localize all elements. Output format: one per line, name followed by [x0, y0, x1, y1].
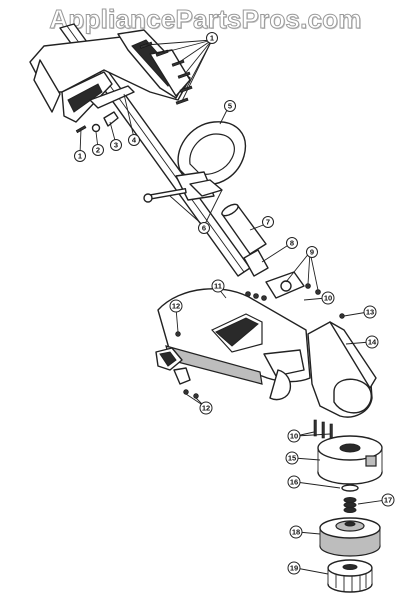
callout-7: 7	[262, 216, 274, 228]
callout-15: 15	[285, 451, 299, 465]
callout-label: 7	[266, 218, 270, 227]
callout-label: 5	[228, 102, 232, 111]
spool-spring	[343, 497, 357, 513]
callout-2: 2	[92, 144, 104, 156]
callout-14: 14	[365, 335, 379, 349]
callout-label: 9	[310, 248, 314, 257]
callout-8: 8	[286, 237, 298, 249]
callout-label: 12	[202, 404, 210, 413]
callout-label: 3	[114, 141, 118, 150]
head-screws	[313, 419, 333, 441]
clip-part-2	[91, 123, 101, 133]
callout-16: 16	[287, 475, 301, 489]
shaft-sleeve-small	[243, 249, 269, 277]
callout-label: 10	[324, 294, 332, 303]
spring-part-3	[103, 111, 119, 127]
callout-17: 17	[381, 493, 395, 507]
callout-label: 19	[290, 564, 298, 573]
front-d-handle	[175, 121, 246, 201]
callout-1-top: 1	[206, 32, 218, 44]
callout-9: 9	[306, 246, 318, 258]
callout-6: 6	[198, 222, 210, 234]
spool-housing	[317, 435, 383, 485]
callout-13: 13	[363, 305, 377, 319]
callout-label: 2	[96, 146, 100, 155]
callout-label: 10	[290, 432, 298, 441]
callout-4: 4	[128, 134, 140, 146]
callout-10-lower: 10	[287, 429, 301, 443]
callout-12-upper: 12	[169, 299, 183, 313]
callout-label: 11	[214, 282, 222, 291]
callout-label: 1	[210, 34, 214, 43]
upper-handle-housing	[29, 29, 191, 123]
bump-knob	[327, 559, 373, 593]
callout-label: 14	[368, 338, 377, 347]
retainer-washer	[341, 484, 359, 492]
trimmer-guard	[157, 288, 311, 401]
callout-1-left: 1	[74, 150, 86, 162]
handle-bolt	[143, 188, 187, 203]
callout-label: 4	[132, 136, 137, 145]
callout-10-upper: 10	[321, 291, 335, 305]
callout-label: 13	[366, 308, 374, 317]
callout-label: 16	[290, 478, 298, 487]
callout-3: 3	[110, 139, 122, 151]
watermark-text: AppliancePartsPros.com	[49, 4, 362, 35]
callout-label: 18	[292, 528, 300, 537]
callout-label: 15	[288, 454, 296, 463]
shaft-clamp	[245, 271, 321, 301]
callout-19: 19	[287, 561, 301, 575]
line-spool	[319, 517, 381, 557]
guard-mount-parts	[155, 331, 199, 399]
callout-label: 17	[384, 496, 392, 505]
gear-head	[307, 313, 377, 418]
callout-5: 5	[224, 100, 236, 112]
callout-18: 18	[289, 525, 303, 539]
callout-label: 1	[78, 152, 82, 161]
callout-label: 6	[202, 224, 206, 233]
callout-label: 12	[172, 302, 180, 311]
callout-11: 11	[211, 279, 225, 293]
callout-12-lower: 12	[199, 401, 213, 415]
callout-label: 8	[290, 239, 294, 248]
shaft-sleeve	[221, 203, 267, 255]
